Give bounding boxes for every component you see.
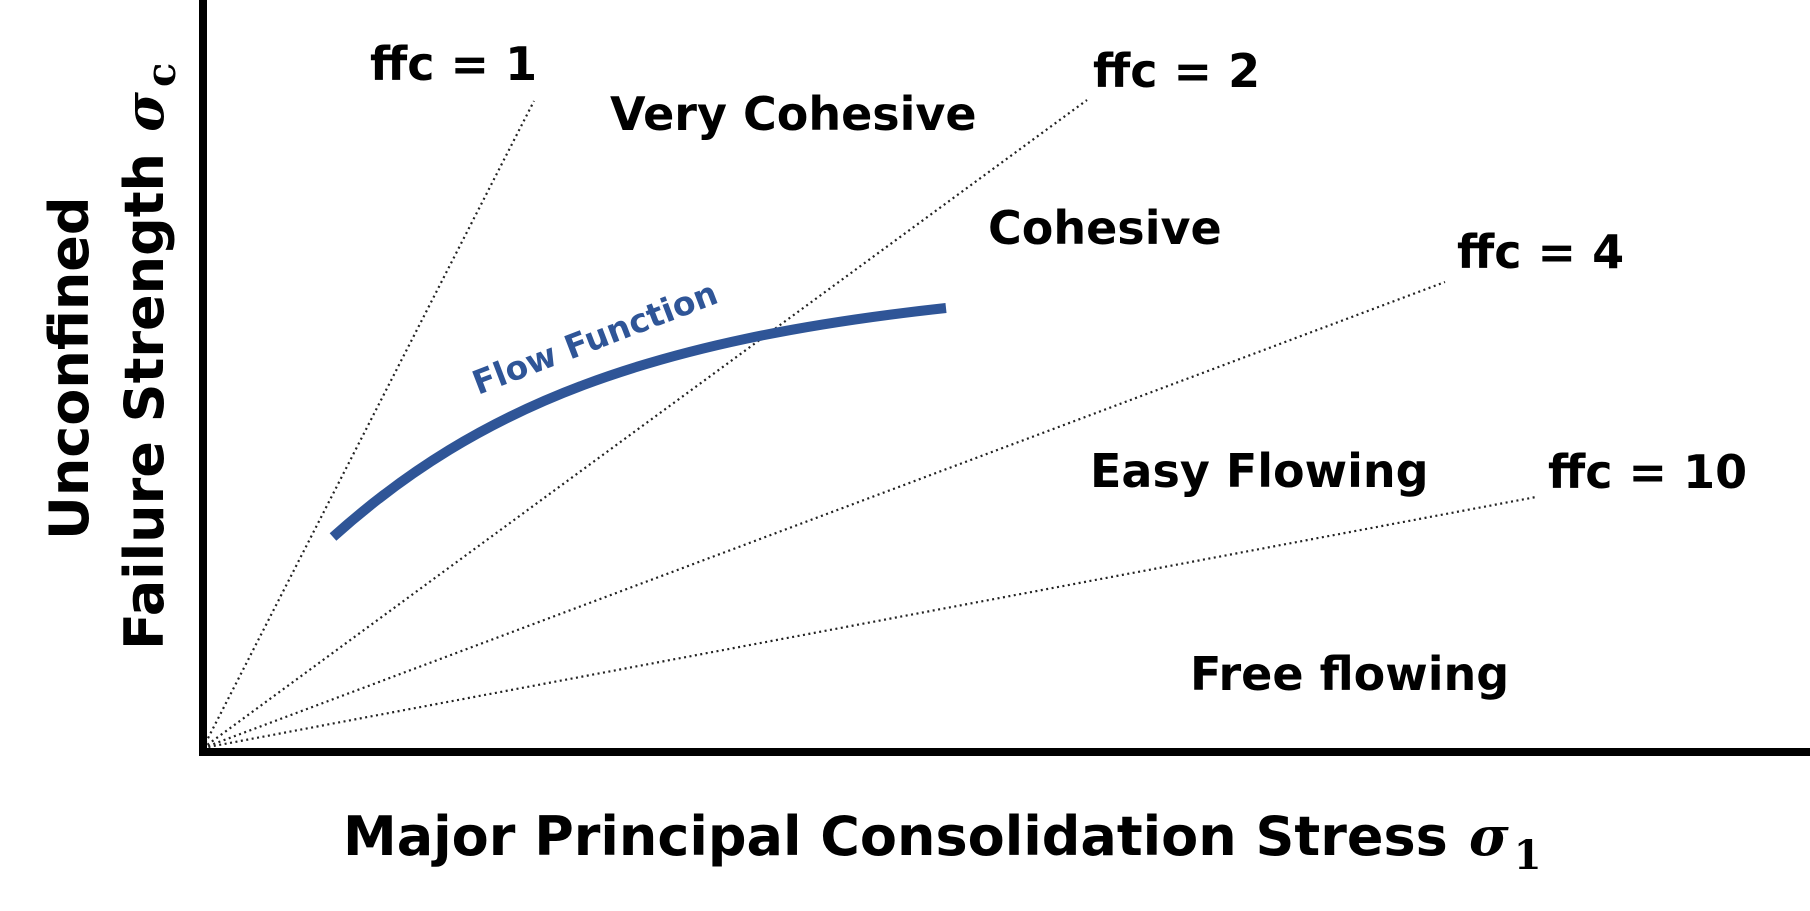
ffc-2-line — [202, 99, 1088, 749]
x-axis-subscript: 1 — [1514, 832, 1542, 879]
y-axis-title-line2: Failure Strength σ c — [112, 63, 185, 650]
region-very-cohesive: Very Cohesive — [610, 87, 977, 141]
y-axis-symbol: σ — [112, 92, 176, 132]
y-axis-title-line1: Unconfined — [38, 196, 101, 540]
y-axis-title: Unconfined Failure Strength σ c — [38, 63, 185, 650]
y-axis-subscript: c — [138, 63, 185, 87]
x-axis-symbol: σ — [1469, 804, 1509, 868]
region-free-flowing: Free flowing — [1190, 647, 1509, 701]
ffc-10-label: ffc = 10 — [1548, 445, 1747, 499]
ffc-4-label: ffc = 4 — [1457, 225, 1624, 279]
ffc-10-line — [202, 495, 1537, 750]
ffc-2-label: ffc = 2 — [1093, 44, 1260, 98]
y-axis-title-line2-text: Failure Strength — [113, 153, 176, 650]
region-cohesive: Cohesive — [988, 201, 1222, 255]
ffc-1-label: ffc = 1 — [370, 37, 537, 91]
ffc-4-line — [202, 280, 1446, 750]
ffc-1-line — [202, 100, 535, 749]
x-axis-title-text: Major Principal Consolidation Stress — [343, 805, 1448, 868]
x-axis-title: Major Principal Consolidation Stress σ 1 — [343, 804, 1542, 879]
flow-function-curve — [329, 303, 947, 541]
region-easy-flowing: Easy Flowing — [1090, 444, 1429, 498]
